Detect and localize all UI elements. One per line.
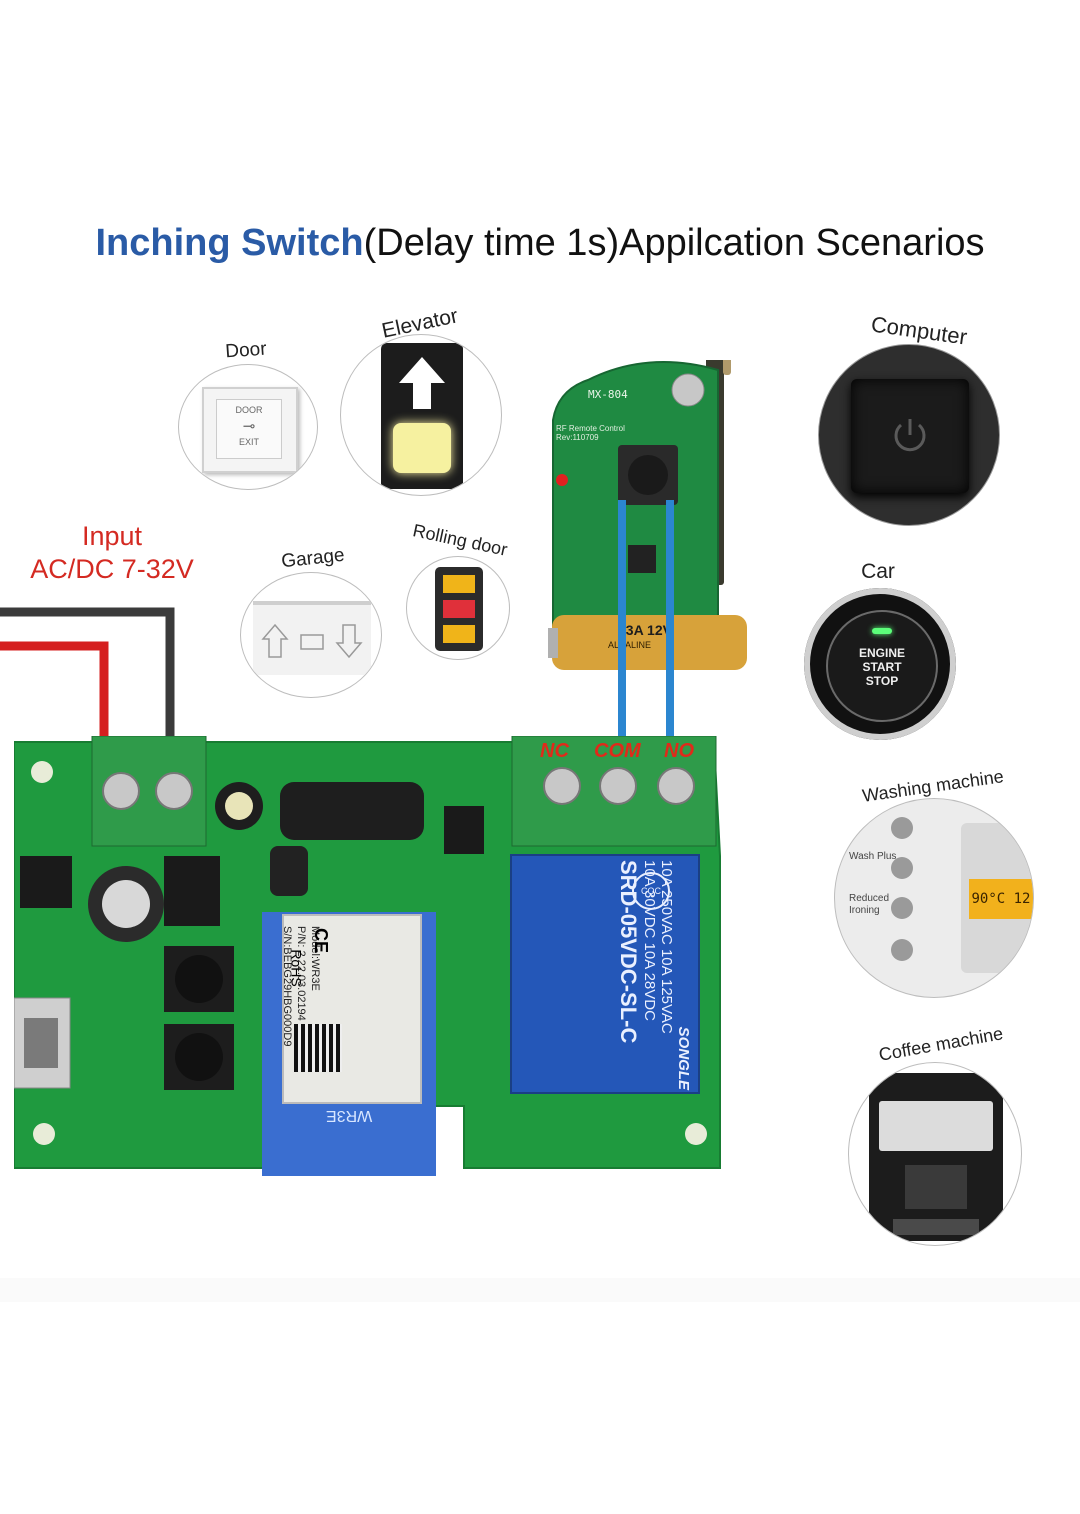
elevator-scenario bbox=[340, 334, 502, 496]
bottom-band bbox=[0, 1278, 1080, 1302]
washer-display-panel: 90°C 12 bbox=[961, 823, 1033, 973]
ce-mark: CE bbox=[311, 927, 332, 954]
terminal-com-label: COM bbox=[594, 740, 641, 762]
engine-text-2: START bbox=[862, 660, 902, 674]
input-label: Input AC/DC 7-32V bbox=[12, 520, 212, 586]
computer-scenario bbox=[818, 344, 1000, 526]
elevator-call-button bbox=[393, 423, 451, 473]
garage-label: Garage bbox=[280, 544, 346, 573]
input-label-line1: Input bbox=[81, 521, 143, 551]
rohs-mark: RoHS bbox=[288, 949, 305, 987]
door-panel-bottom: EXIT bbox=[238, 437, 259, 447]
up-arrow-icon bbox=[399, 357, 445, 409]
rf-remote-board: MX-804 RF Remote Control Rev:110709 23A … bbox=[548, 360, 758, 690]
car-scenario: ENGINE START STOP bbox=[804, 588, 956, 740]
engine-text-1: ENGINE bbox=[858, 646, 905, 660]
stop-button bbox=[443, 600, 475, 618]
rolling-door-remote bbox=[435, 567, 483, 651]
antenna-label: WR3E bbox=[326, 1107, 373, 1124]
cqc-mark: CQC bbox=[632, 872, 670, 910]
car-label: Car bbox=[861, 560, 895, 583]
page-title: Inching Switch(Delay time 1s)Appilcation… bbox=[0, 222, 1080, 265]
garage-scenario bbox=[240, 572, 382, 698]
battery-sublabel: ALKALINE bbox=[608, 640, 652, 650]
elevator-panel bbox=[381, 343, 463, 489]
power-wires bbox=[0, 607, 175, 740]
door-label: Door bbox=[224, 338, 268, 363]
engine-start-button: ENGINE START STOP bbox=[826, 610, 938, 722]
engine-text-3: STOP bbox=[865, 674, 899, 688]
washing-machine-scenario: Wash Plus Reduced Ironing 90°C 12 bbox=[834, 798, 1034, 998]
washer-options: Wash Plus Reduced Ironing bbox=[849, 825, 901, 917]
title-highlight: Inching Switch bbox=[95, 222, 364, 264]
up-button bbox=[443, 575, 475, 593]
remote-label-2: Rev:110709 bbox=[556, 433, 599, 442]
wifi-module: Model:WR3E P/N: 2.22.03.02194 S/N:BEBG29… bbox=[281, 914, 422, 1104]
engine-text: ENGINE START STOP bbox=[828, 646, 936, 688]
coffee-machine-label: Coffee machine bbox=[877, 1023, 1005, 1065]
rolling-door-scenario bbox=[406, 556, 510, 660]
key-icon: ⊸ bbox=[242, 418, 256, 435]
down-button bbox=[443, 625, 475, 643]
signal-wires bbox=[618, 500, 674, 755]
washer-option-1: Wash Plus bbox=[849, 851, 897, 862]
coffee-machine-body bbox=[869, 1073, 1003, 1241]
terminal-nc-label: NC bbox=[540, 740, 569, 762]
title-rest: (Delay time 1s)Appilcation Scenarios bbox=[363, 222, 985, 264]
garage-switch-panel bbox=[253, 601, 371, 675]
remote-labels: RF Remote Control Rev:110709 bbox=[556, 424, 666, 442]
relay-brand: SONGLE bbox=[675, 1026, 692, 1090]
coffee-control-panel bbox=[879, 1101, 993, 1151]
qr-code bbox=[294, 1024, 342, 1072]
remote-model: MX-804 bbox=[588, 388, 628, 401]
garage-button-icons bbox=[261, 623, 363, 659]
coffee-machine-scenario bbox=[848, 1062, 1022, 1246]
washer-display: 90°C 12 bbox=[969, 879, 1033, 919]
remote-label-1: RF Remote Control bbox=[556, 424, 625, 433]
relay: SONGLE 10A 250VAC 10A 125VAC 10A 30VDC 1… bbox=[510, 854, 700, 1094]
door-panel-top: DOOR bbox=[235, 405, 263, 415]
washer-option-2: Reduced Ironing bbox=[849, 893, 890, 916]
door-scenario: DOOR ⊸ EXIT bbox=[178, 364, 318, 490]
power-key bbox=[851, 379, 969, 493]
power-icon bbox=[894, 419, 926, 452]
door-exit-panel: DOOR ⊸ EXIT bbox=[202, 387, 298, 473]
terminal-no-label: NO bbox=[664, 740, 694, 762]
battery-label: 23A 12V bbox=[618, 622, 672, 638]
input-label-line2: AC/DC 7-32V bbox=[30, 554, 194, 584]
indicator-light bbox=[872, 628, 892, 634]
main-pcb: Model:WR3E P/N: 2.22.03.02194 S/N:BEBG29… bbox=[14, 736, 722, 1176]
